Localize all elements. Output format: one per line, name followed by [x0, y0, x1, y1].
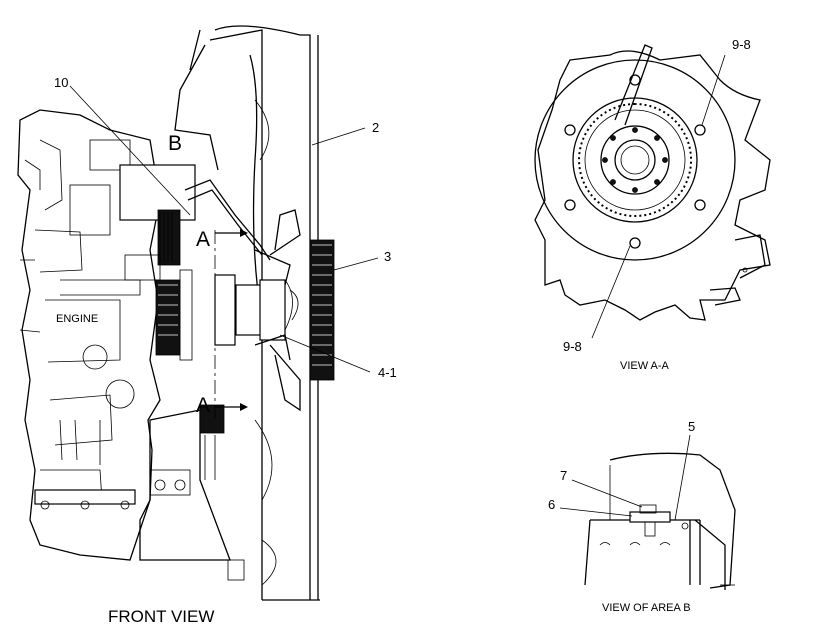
- leader-5: [674, 434, 691, 521]
- inner-ring: [572, 97, 698, 223]
- callout-b: B: [168, 132, 182, 155]
- leader-9-8-bottom: [591, 245, 631, 339]
- callout-4-1: 4-1: [378, 365, 397, 380]
- tube-line: [184, 179, 271, 261]
- leader-7: [571, 479, 643, 508]
- front-view: 10 B 2 3 A A 4-1 ENGINE FRONT VIEW: [17, 25, 397, 626]
- section-label-a-top: A: [196, 228, 210, 251]
- bracket-outline: [534, 50, 771, 321]
- section-label-a-bottom: A: [196, 394, 210, 417]
- clutch-teeth: [578, 103, 693, 217]
- fan-plate: [534, 59, 736, 261]
- view-a-a-caption: VIEW A-A: [620, 360, 670, 372]
- lower-bracket: [139, 404, 245, 581]
- view-a-a: 9-8 9-8 VIEW A-A: [534, 37, 771, 372]
- callout-2: 2: [372, 120, 379, 135]
- view-area-b-caption: VIEW OF AREA B: [602, 602, 691, 614]
- section-line-a: [214, 229, 248, 420]
- belt-pulleys: [119, 164, 196, 361]
- callout-7: 7: [560, 468, 567, 483]
- leader-9-8-top: [701, 54, 726, 126]
- engine-label: ENGINE: [56, 313, 98, 325]
- tube-line-2: [187, 189, 263, 256]
- bolt-holes: [564, 74, 706, 249]
- callout-10: 10: [54, 75, 68, 90]
- fan-assembly: [214, 209, 335, 412]
- callout-9-8-bottom: 9-8: [563, 339, 582, 354]
- leader-lines-front: [69, 85, 379, 373]
- callout-5: 5: [688, 419, 695, 434]
- callout-6: 6: [548, 497, 555, 512]
- engine-block: [17, 109, 161, 561]
- leader-6: [559, 507, 633, 517]
- view-area-b: 5 7 6 VIEW OF AREA B: [548, 419, 736, 614]
- callout-3: 3: [384, 249, 391, 264]
- front-view-caption: FRONT VIEW: [108, 607, 214, 626]
- callout-9-8-top: 9-8: [732, 37, 751, 52]
